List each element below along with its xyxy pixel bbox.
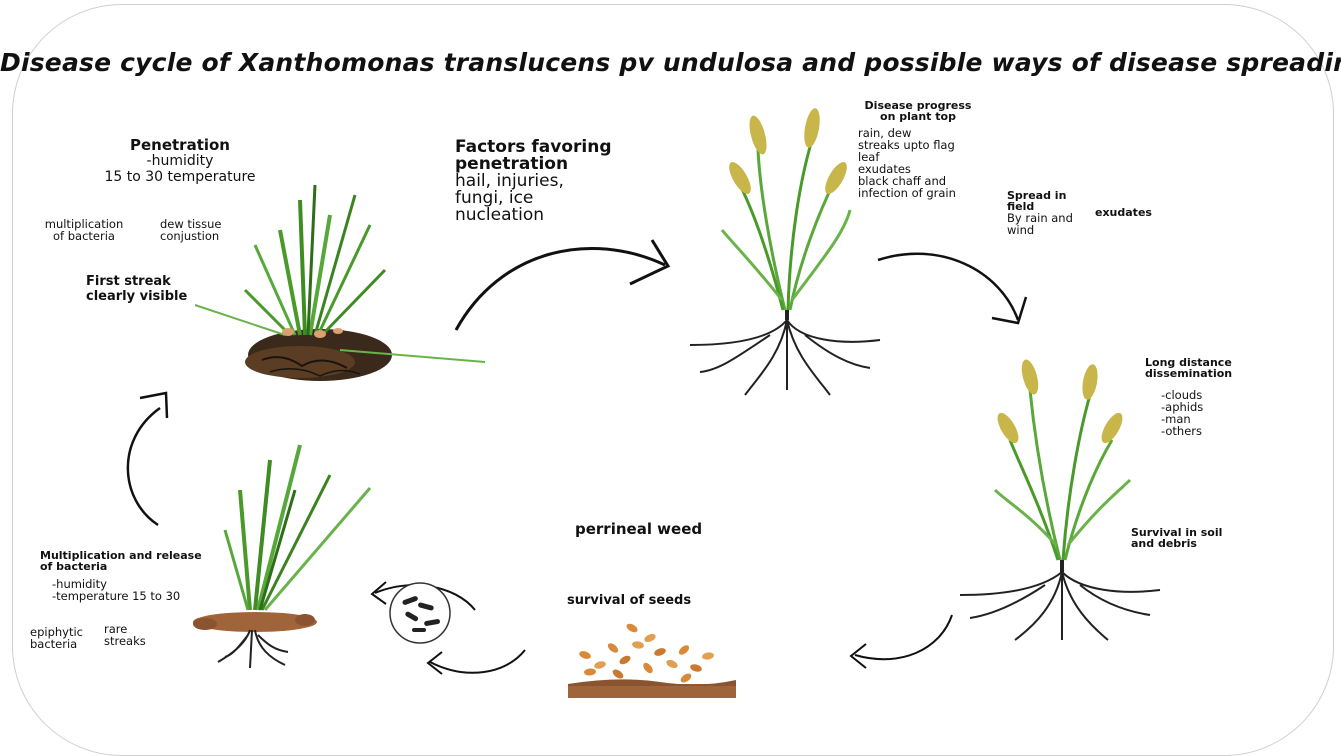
long-distance-heading: Long distance dissemination	[1145, 357, 1232, 379]
penetration-temperature: 15 to 30 temperature	[70, 169, 290, 185]
multiplication-release-list: -humidity -temperature 15 to 30	[52, 578, 180, 602]
rare-streaks-label: rare streaks	[104, 623, 146, 647]
spread-in-field-label: Spread in field By rain and wind	[1007, 190, 1073, 236]
bacteria-icon	[390, 583, 450, 643]
penetration-humidity: -humidity	[70, 153, 290, 169]
arrow-to-field	[878, 254, 1018, 320]
penetration-heading: Penetration	[70, 137, 290, 153]
wheat-plant-top-illustration	[690, 107, 880, 395]
perrineal-weed-label: perrineal weed	[575, 520, 702, 538]
arrow-to-seeds	[855, 615, 952, 659]
multiplication-release-heading: Multiplication and release of bacteria	[40, 550, 202, 572]
disease-progress-heading: Disease progress on plant top	[858, 100, 978, 122]
exudates-label: exudates	[1095, 207, 1152, 218]
factors-label: Factors favoring penetration hail, injur…	[455, 139, 612, 224]
dew-tissue-label: dew tissue conjustion	[160, 218, 222, 242]
survival-of-seeds-label: survival of seeds	[567, 593, 691, 608]
arrow-to-plant-top	[456, 248, 665, 330]
disease-progress-list: rain, dew streaks upto flag leaf exudate…	[858, 127, 956, 199]
wheat-plant-field-illustration	[960, 358, 1160, 640]
seeds-illustration	[568, 622, 736, 698]
arrow-up-to-penetration	[128, 408, 160, 525]
arrow-seeds-to-weed	[430, 650, 525, 673]
survival-in-soil-label: Survival in soil and debris	[1131, 527, 1222, 549]
epiphytic-bacteria-label: epiphytic bacteria	[30, 626, 83, 650]
penetration-plant-illustration	[195, 185, 485, 381]
arrow-to-plant-top-head	[630, 240, 668, 284]
multiplication-of-bacteria-label: multiplication of bacteria	[38, 218, 130, 242]
first-streak-label: First streak clearly visible	[86, 274, 187, 304]
long-distance-list: -clouds -aphids -man -others	[1161, 389, 1203, 437]
arrow-bacteria-to-weed-head	[372, 582, 386, 604]
penetration-label: Penetration -humidity 15 to 30 temperatu…	[70, 137, 290, 185]
perennial-weed-illustration	[193, 445, 370, 668]
